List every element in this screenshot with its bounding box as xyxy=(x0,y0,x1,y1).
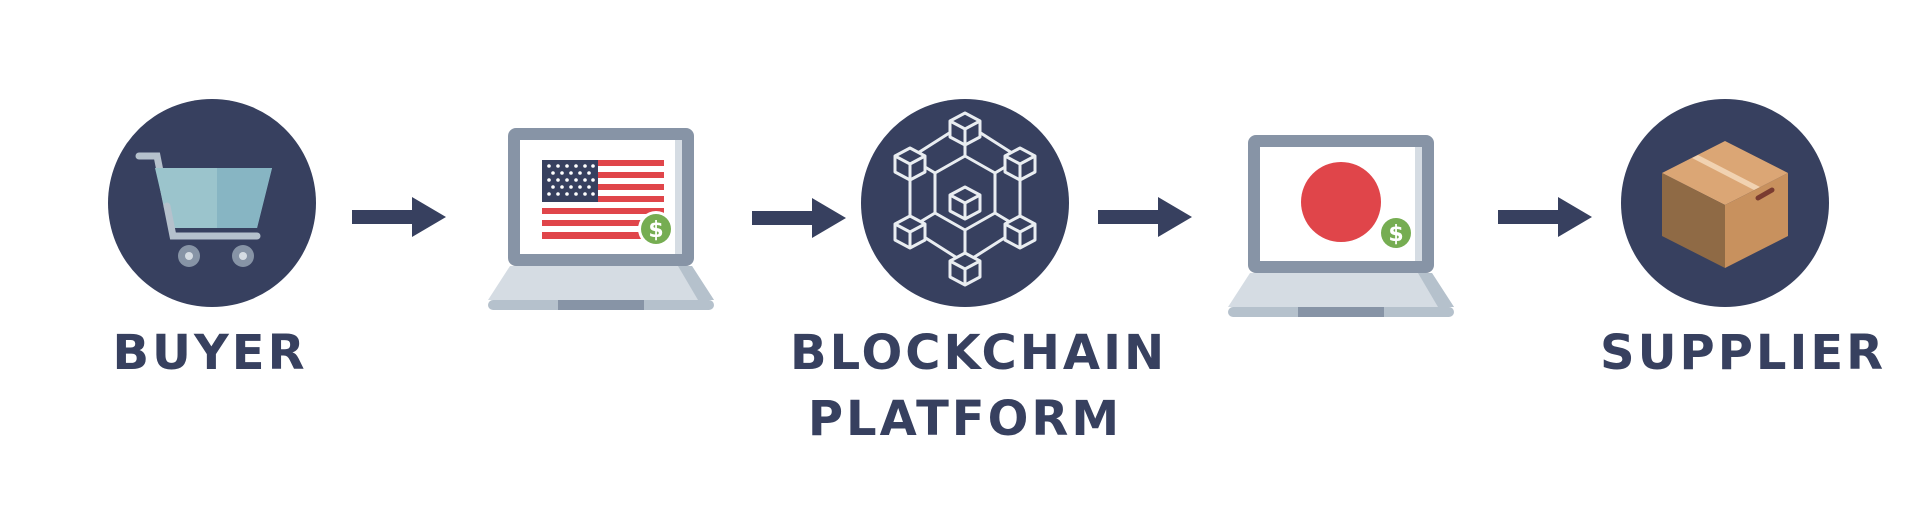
arrow-right-icon xyxy=(1498,197,1592,237)
cardboard-box-icon xyxy=(1662,141,1788,268)
us-flag-icon xyxy=(542,160,664,239)
shopping-cart-icon xyxy=(135,152,272,267)
arrow-right-icon xyxy=(752,198,846,238)
platform-label-line1: BLOCKCHAIN xyxy=(790,325,1168,381)
arrow-right-icon xyxy=(1098,197,1192,237)
buyer-label: BUYER xyxy=(112,325,308,381)
blockchain-platform-node xyxy=(861,99,1069,307)
dollar-sign: $ xyxy=(1388,222,1403,247)
platform-label-line2: PLATFORM xyxy=(807,391,1123,447)
dollar-sign: $ xyxy=(648,218,663,243)
arrow-right-icon xyxy=(352,197,446,237)
blockchain-network-icon xyxy=(893,111,1037,287)
japan-flag-icon xyxy=(1301,162,1381,242)
supplier-label: SUPPLIER xyxy=(1600,325,1887,381)
laptop-jpy-node: $ xyxy=(1228,135,1454,317)
buyer-node xyxy=(108,99,316,307)
laptop-usd-node: $ xyxy=(488,128,714,310)
dollar-coin-icon: $ xyxy=(1378,215,1414,251)
dollar-coin-icon: $ xyxy=(638,211,674,247)
supplier-node xyxy=(1621,99,1829,307)
